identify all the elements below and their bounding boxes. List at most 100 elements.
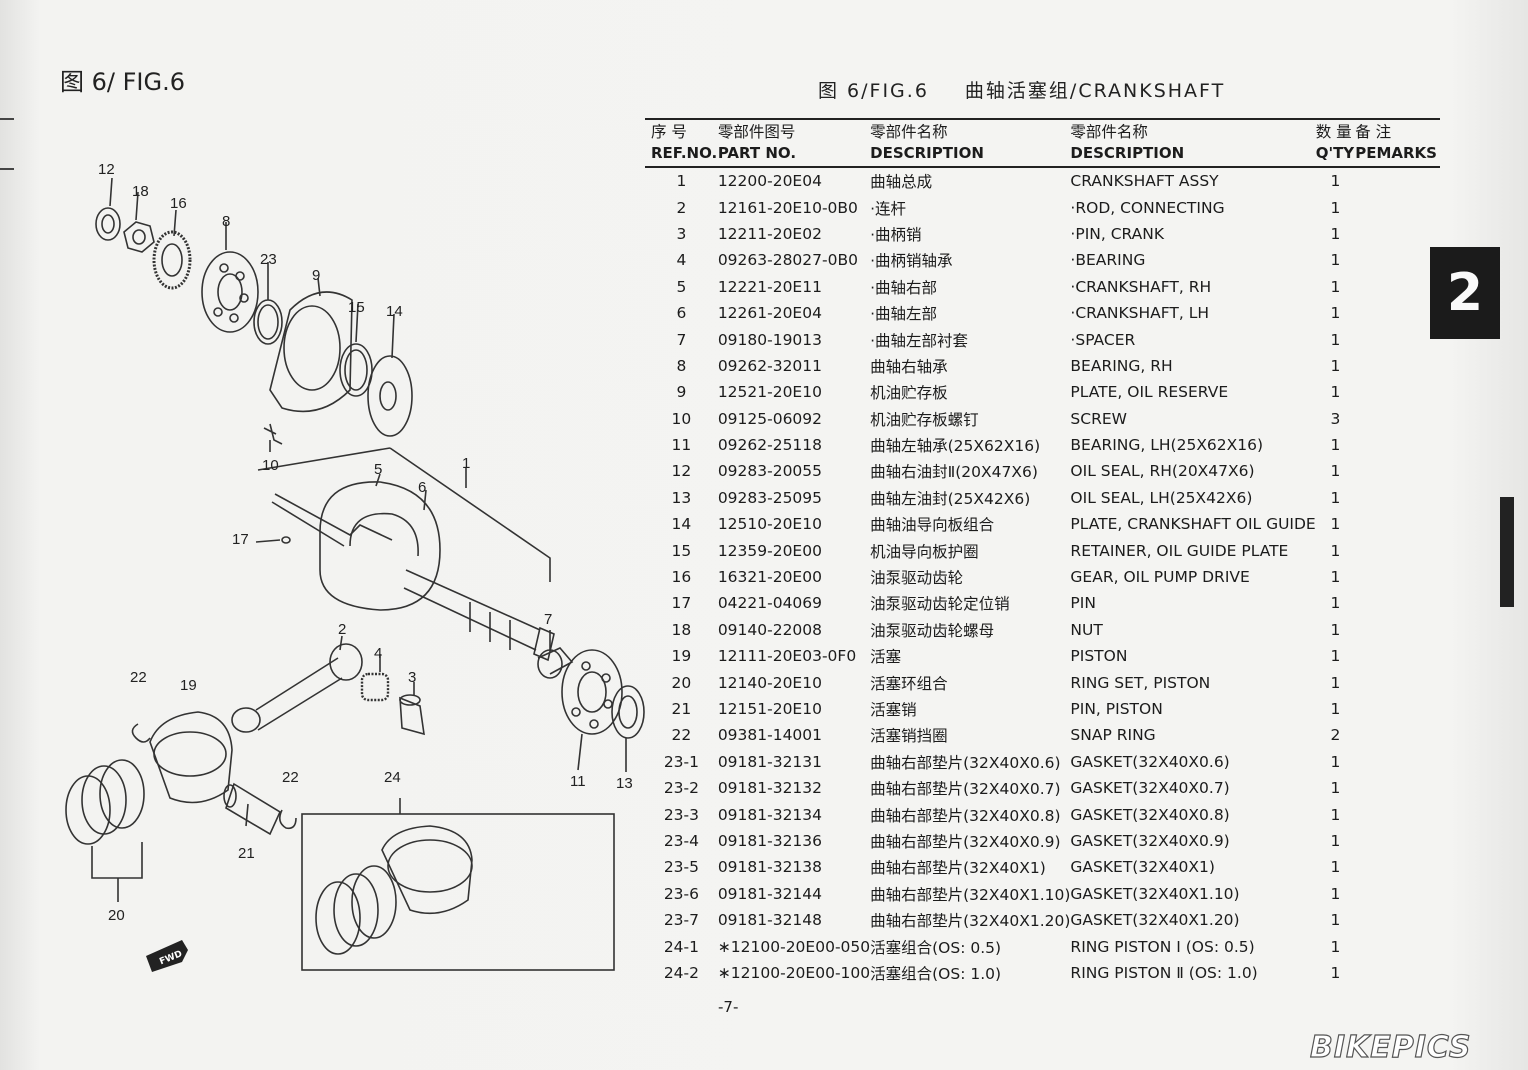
cell-part: 12221-20E11 — [717, 277, 822, 296]
cell-ref: 5 — [676, 277, 687, 296]
cell-zh: 曲轴总成 — [870, 173, 933, 192]
cell-zh: 机油贮存板 — [870, 384, 948, 403]
cell-qty: 2 — [1330, 726, 1341, 745]
header-qty-en: Q'TY — [1315, 144, 1355, 162]
callout-label: 21 — [238, 845, 255, 862]
cell-en: ·ROD, CONNECTING — [1070, 198, 1225, 217]
cell-en: GASKET(32X40X0.8) — [1070, 805, 1230, 824]
cell-en: PLATE, OIL RESERVE — [1070, 383, 1229, 402]
cell-remarks — [1355, 828, 1440, 854]
cell-qty: 1 — [1330, 488, 1341, 507]
callout-label: 15 — [348, 299, 365, 316]
cell-en: GASKET(32X40X0.9) — [1070, 831, 1230, 850]
cell-qty: 1 — [1330, 330, 1341, 349]
cell-remarks — [1355, 907, 1440, 933]
header-ref-en: REF.NO. — [651, 144, 718, 162]
callout-label: 16 — [170, 195, 187, 212]
cell-part: 09181-32138 — [717, 858, 823, 877]
cell-remarks — [1355, 274, 1440, 300]
header-desc2-zh: 零部件名称 — [1070, 123, 1148, 141]
cell-zh: 油泵驱动齿轮 — [870, 569, 964, 588]
cell-ref: 2 — [676, 198, 687, 217]
cell-zh: ·曲柄销 — [870, 225, 922, 244]
callout-label: 23 — [260, 251, 277, 268]
cell-en: GASKET(32X40X0.6) — [1070, 752, 1230, 771]
cell-qty: 1 — [1330, 304, 1341, 323]
cell-remarks — [1355, 881, 1440, 907]
cell-qty: 1 — [1330, 911, 1341, 930]
callout-label: 4 — [374, 645, 382, 662]
cell-part: 12211-20E02 — [717, 224, 822, 243]
callout-label: 12 — [98, 161, 115, 178]
cell-qty: 1 — [1330, 383, 1341, 402]
cell-en: ·CRANKSHAFT, RH — [1070, 277, 1212, 296]
cell-remarks — [1355, 379, 1440, 405]
cell-ref: 20 — [671, 673, 692, 692]
cell-part: 09180-19013 — [717, 330, 823, 349]
cell-en: RETAINER, OIL GUIDE PLATE — [1070, 541, 1289, 560]
cell-qty: 1 — [1330, 752, 1341, 771]
cell-en: NUT — [1070, 620, 1103, 639]
cell-remarks — [1355, 722, 1440, 748]
cell-qty: 1 — [1330, 277, 1341, 296]
cell-en: RING PISTON Ⅱ (OS: 1.0) — [1070, 963, 1258, 982]
cell-zh: 曲轴右部垫片(32X40X0.6) — [870, 753, 1061, 772]
cell-part: 09181-32148 — [717, 911, 823, 930]
cell-zh: 活塞销挡圈 — [870, 727, 948, 746]
cell-en: GASKET(32X40X1.10) — [1070, 884, 1240, 903]
cell-remarks — [1355, 960, 1440, 986]
cell-en: SCREW — [1070, 409, 1127, 428]
header-desc-en: DESCRIPTION — [870, 144, 984, 162]
cell-qty: 1 — [1330, 224, 1341, 243]
cell-qty: 1 — [1330, 172, 1341, 191]
cell-remarks — [1355, 590, 1440, 616]
cell-zh: 活塞销 — [870, 701, 917, 719]
cell-remarks — [1355, 564, 1440, 590]
cell-qty: 1 — [1330, 937, 1341, 956]
cell-remarks — [1355, 326, 1440, 352]
cell-part: 12151-20E10 — [717, 700, 822, 718]
cell-zh: ·连杆 — [870, 199, 907, 218]
cell-en: PLATE, CRANKSHAFT OIL GUIDE — [1070, 515, 1316, 534]
cell-remarks — [1355, 669, 1440, 695]
cell-en: SNAP RING — [1070, 726, 1156, 745]
cell-ref: 4 — [676, 251, 687, 270]
cell-remarks — [1355, 537, 1440, 563]
cell-zh: 机油贮存板螺钉 — [870, 410, 979, 429]
cell-part: 09263-28027-0B0 — [717, 251, 858, 270]
cell-en: PISTON — [1070, 647, 1128, 666]
cell-qty: 1 — [1330, 831, 1341, 850]
cell-qty: 1 — [1330, 805, 1341, 824]
cell-en: ·CRANKSHAFT, LH — [1070, 304, 1210, 323]
cell-en: BEARING, RH — [1070, 356, 1173, 375]
cell-qty: 1 — [1330, 356, 1341, 375]
callout-label: 5 — [374, 461, 382, 478]
callout-label: 10 — [262, 457, 279, 474]
cell-part: 09140-22008 — [717, 620, 823, 639]
cell-qty: 1 — [1330, 673, 1341, 692]
callout-label: 1 — [462, 455, 470, 472]
cell-part: 12200-20E04 — [717, 172, 822, 191]
cell-zh: 油泵驱动齿轮定位销 — [870, 595, 1010, 614]
cell-ref: 24-1 — [663, 937, 699, 956]
cell-qty: 1 — [1330, 963, 1341, 982]
cell-qty: 1 — [1330, 198, 1341, 217]
cell-remarks — [1355, 353, 1440, 379]
cell-part: 12510-20E10 — [717, 515, 822, 534]
